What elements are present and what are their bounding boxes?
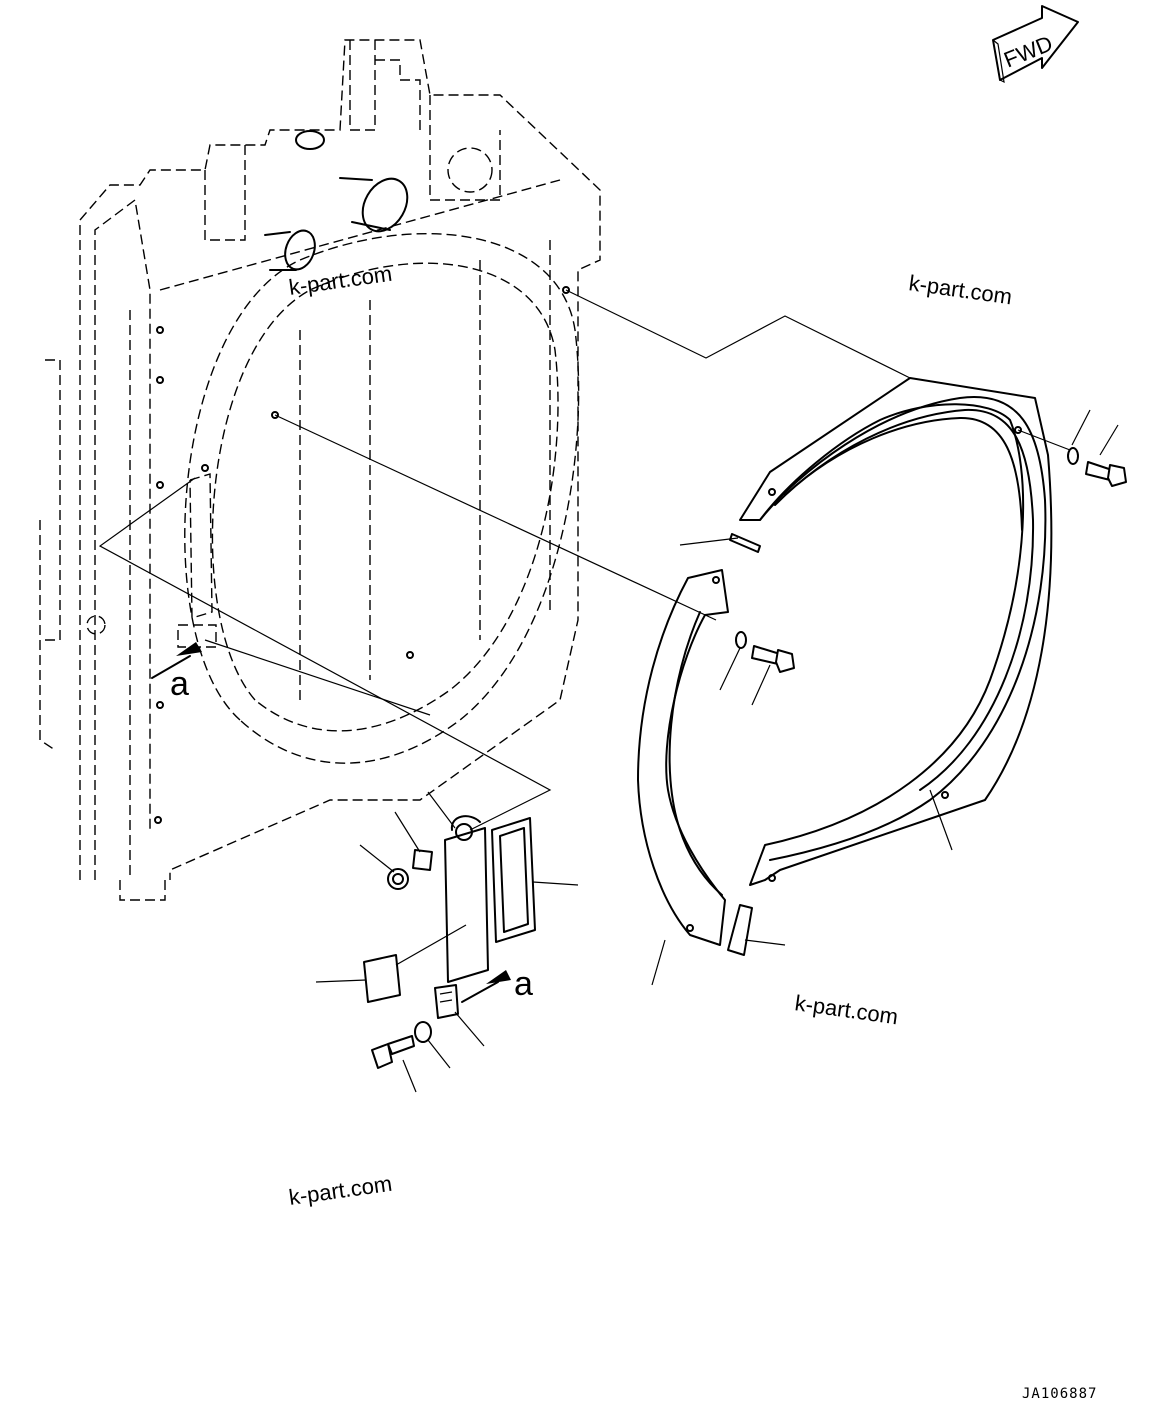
lower-hose-pipe bbox=[264, 229, 316, 271]
clip-upper bbox=[729, 533, 761, 553]
bolt-center bbox=[751, 645, 795, 673]
fan-guard-segment bbox=[637, 569, 729, 946]
view-label-a-left: a bbox=[170, 665, 189, 703]
watermark-3: k-part.com bbox=[793, 990, 899, 1029]
cover-gasket bbox=[491, 817, 536, 943]
view-arrow-a-right: a bbox=[461, 965, 533, 1003]
bolt-cover-bottom bbox=[371, 1035, 415, 1069]
fwd-arrow-icon: FWD bbox=[992, 5, 1079, 84]
bracket-small bbox=[434, 984, 459, 1019]
washer-center bbox=[735, 631, 747, 649]
radiator-assembly bbox=[39, 39, 601, 901]
drawing-code: JA106887 bbox=[1022, 1386, 1097, 1402]
washer-cover-bottom bbox=[414, 1021, 432, 1043]
bolt-right-top bbox=[1085, 461, 1127, 487]
upper-hose-pipe bbox=[339, 177, 409, 233]
watermark-2: k-part.com bbox=[907, 270, 1013, 309]
view-label-a-right: a bbox=[514, 965, 533, 1003]
leader-lines bbox=[98, 289, 1119, 1093]
bolt-cover-top bbox=[412, 849, 433, 871]
fan-ring bbox=[739, 377, 1053, 886]
cover-plate bbox=[444, 815, 489, 983]
washer-right-top bbox=[1067, 447, 1079, 465]
watermark-4: k-part.com bbox=[287, 1171, 393, 1210]
clip-lower bbox=[727, 904, 753, 956]
view-arrow-a-left: a bbox=[151, 642, 202, 703]
nut-cover bbox=[387, 868, 409, 890]
rubber-pad bbox=[363, 954, 401, 1003]
